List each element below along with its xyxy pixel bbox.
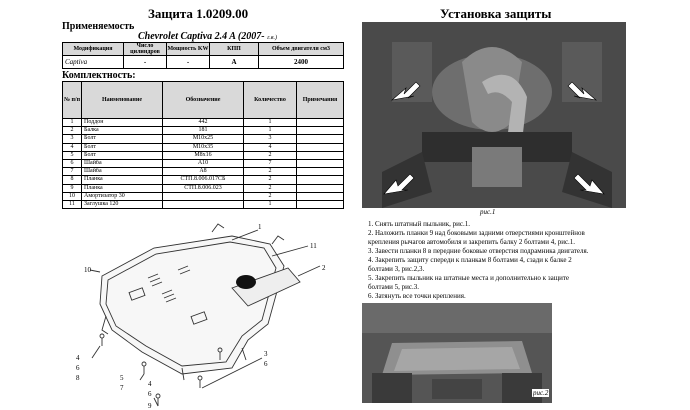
callout-4: 4 bbox=[76, 354, 80, 362]
col-header: Мощность KW bbox=[166, 42, 210, 56]
callout-10: 10 bbox=[84, 266, 92, 274]
col-header: Объем двигателя см3 bbox=[258, 42, 344, 56]
col-header: Примечания bbox=[296, 81, 344, 119]
callout-4b: 4 bbox=[148, 380, 152, 388]
callout-6c: 6 bbox=[264, 360, 268, 368]
step-text: 3. Завести планки 8 в передние боковые о… bbox=[368, 247, 589, 255]
photo-fig2 bbox=[362, 303, 552, 403]
step-text: болтами 5, рис.3. bbox=[368, 283, 419, 291]
callout-2: 2 bbox=[322, 264, 326, 272]
car-model: Chevrolet Captiva 2.4 A (2007- г.в.) bbox=[138, 31, 277, 42]
step-text: 4. Закрепить защиту спереди к планкам 8 … bbox=[368, 256, 572, 264]
installation-steps: 1. Снять штатный пыльник, рис.1. 2. Нало… bbox=[368, 220, 668, 301]
col-header: Число цилиндров bbox=[123, 42, 167, 56]
photo-fig1 bbox=[362, 22, 626, 208]
table-cell: A bbox=[209, 55, 259, 69]
callout-7: 7 bbox=[120, 384, 124, 392]
components-label: Комплектность: bbox=[62, 70, 136, 81]
fig2-caption: рис.2 bbox=[532, 389, 550, 397]
callout-5: 5 bbox=[120, 374, 124, 382]
table-cell: 2400 bbox=[258, 55, 344, 69]
step-text: болтами 3, рис.2,3. bbox=[368, 265, 425, 273]
table-cell: - bbox=[166, 55, 210, 69]
page-title: Защита 1.0209.00 bbox=[148, 6, 249, 21]
step-text: 2. Наложить планки 9 над боковыми задним… bbox=[368, 229, 585, 237]
callout-8: 8 bbox=[76, 374, 80, 382]
fig1-caption: рис.1 bbox=[480, 208, 496, 216]
callout-6b: 6 bbox=[148, 390, 152, 398]
table-cell: - bbox=[123, 55, 167, 69]
step-text: 1. Снять штатный пыльник, рис.1. bbox=[368, 220, 470, 228]
underbody-photo-1 bbox=[362, 22, 626, 208]
step-text: 6. Затянуть все точки крепления. bbox=[368, 292, 466, 300]
step-text: 5. Закрепить пыльник на штатные места и … bbox=[368, 274, 570, 282]
col-header: КПП bbox=[209, 42, 259, 56]
col-header: Количество bbox=[243, 81, 297, 119]
skid-plate-drawing: 1 11 10 2 4 6 8 5 7 4 6 9 3 6 bbox=[76, 223, 326, 410]
applicability-label: Применяемость bbox=[62, 21, 135, 32]
col-header: Обозначение bbox=[162, 81, 244, 119]
col-header: Модификация bbox=[62, 42, 124, 56]
step-text: крепления рычагов автомобиля и закрепить… bbox=[368, 238, 576, 246]
applicability-table: Модификация Число цилиндров Мощность KW … bbox=[62, 42, 344, 69]
col-header: № п/п bbox=[62, 81, 82, 119]
callout-9: 9 bbox=[148, 402, 152, 410]
installation-title: Установка защиты bbox=[440, 6, 552, 21]
underbody-photo-2 bbox=[362, 303, 552, 403]
components-table: № п/п Наименование Обозначение Количеств… bbox=[62, 81, 344, 210]
callout-1: 1 bbox=[258, 223, 262, 231]
table-cell: Captiva bbox=[62, 55, 124, 69]
col-header: Наименование bbox=[81, 81, 163, 119]
callout-11: 11 bbox=[310, 242, 317, 250]
callout-3: 3 bbox=[264, 350, 268, 358]
callout-6: 6 bbox=[76, 364, 80, 372]
